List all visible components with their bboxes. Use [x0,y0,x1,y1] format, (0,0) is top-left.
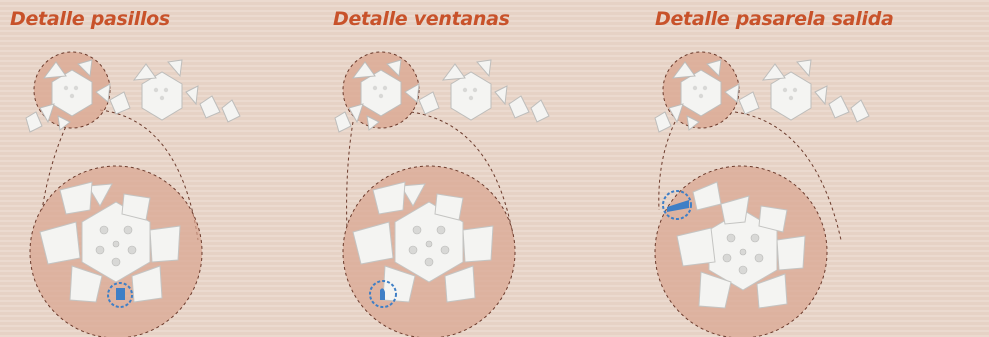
pasillos-illustration [0,0,320,337]
pasarela-illustration [645,0,965,337]
panel-pasillos: Detalle pasillos [0,0,320,337]
panel-ventanas: Detalle ventanas [323,0,643,337]
panel-pasarela-salida: Detalle pasarela salida [645,0,965,337]
ventanas-illustration [323,0,643,337]
